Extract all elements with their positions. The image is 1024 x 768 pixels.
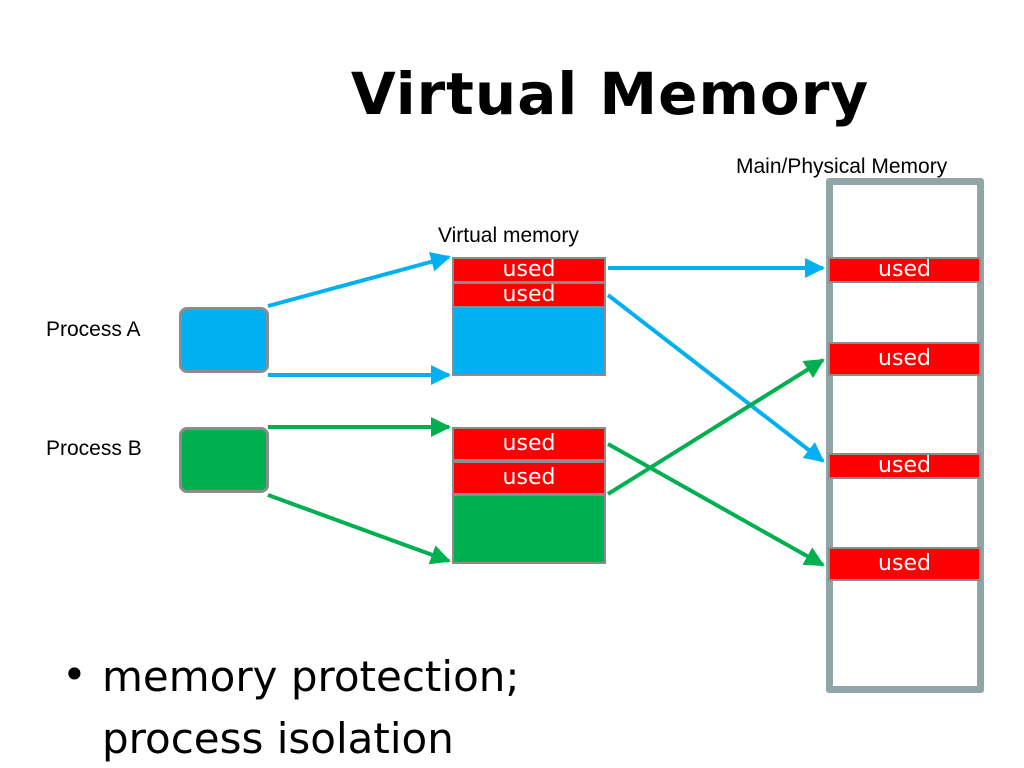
main-memory-label: Main/Physical Memory [736,155,948,178]
process-b-label: Process B [46,437,142,460]
bullet-line-2: process isolation [102,714,454,763]
process-b-box [179,427,269,493]
slide-title: Virtual Memory [350,60,870,128]
physical-used-2: used [828,342,981,376]
process-a-label: Process A [46,318,141,341]
arrow-vb1-to-phys4 [607,442,825,567]
virtual-a-used-2: used [452,282,606,308]
virtual-b-used-2: used [452,461,606,495]
arrow-a-to-virtual-top [267,252,451,308]
virtual-block-b [452,494,606,564]
arrow-b-to-virtual-bottom [267,493,451,565]
physical-memory-frame [826,178,984,693]
physical-used-4: used [828,547,981,581]
process-a-box [179,307,269,373]
arrow-va2-to-phys3 [606,293,825,463]
virtual-memory-label: Virtual memory [438,224,579,247]
physical-used-3: used [828,453,981,479]
arrow-vb2-to-phys2 [606,358,825,496]
bullet-line-1: memory protection; [102,652,520,701]
physical-used-1: used [828,257,981,283]
virtual-b-used-1: used [452,427,606,461]
bullet-marker: • [62,650,87,699]
